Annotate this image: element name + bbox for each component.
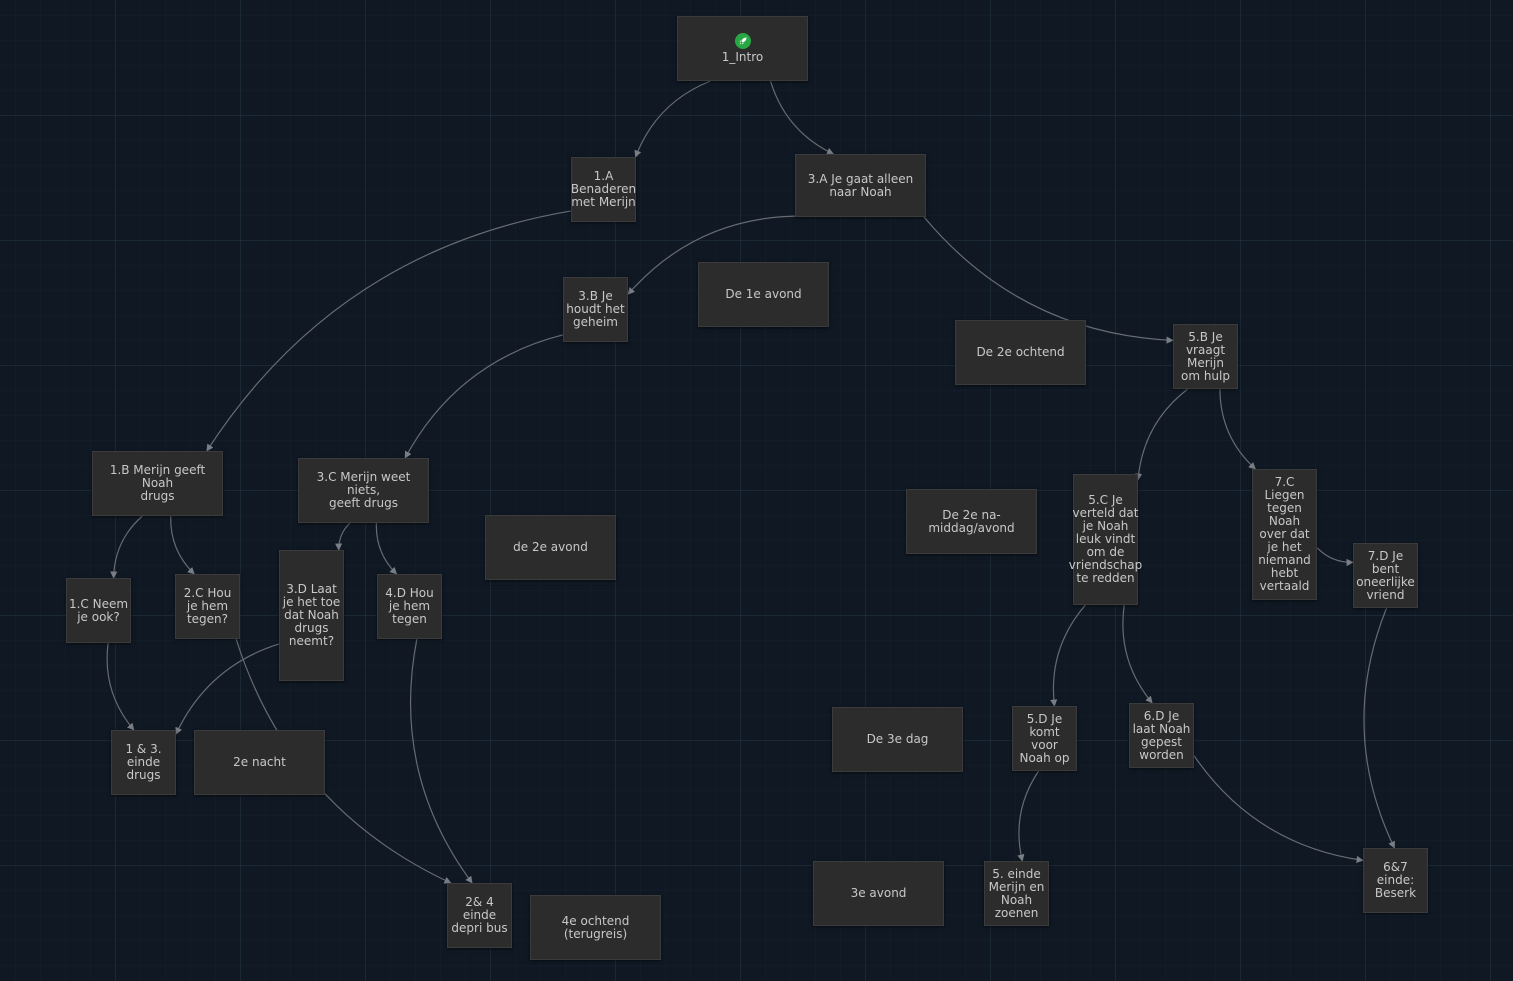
- link-p3c-to-p3d: [335, 522, 351, 551]
- passage-name: 3.B Je houdt het geheim: [566, 290, 625, 329]
- passage-name: 1.A Benaderen met Merijn: [570, 170, 637, 209]
- passage-name: 3e avond: [850, 887, 907, 900]
- passage-p1c[interactable]: 1.C Neem je ook?: [66, 578, 131, 643]
- link-p3a-to-p5b: [923, 216, 1174, 344]
- passage-name: 5. einde Merijn en Noah zoenen: [988, 867, 1045, 920]
- passage-name: 5.D Je komt voor Noah op: [1019, 712, 1070, 765]
- link-p1a-to-p1b: [206, 210, 572, 452]
- passage-p3d[interactable]: 3.D Laat je het toe dat Noah drugs neemt…: [279, 550, 344, 681]
- link-p5b-to-p7c: [1219, 388, 1256, 470]
- passage-name: De 2e ochtend: [976, 346, 1065, 359]
- passage-name: 1_Intro: [721, 51, 764, 64]
- passage-p4d[interactable]: 4.D Hou je hem tegen: [377, 574, 442, 639]
- passage-name: 3.C Merijn weet niets, geeft drugs: [316, 471, 411, 510]
- passage-name: 7.D Je bent oneerlijke vriend: [1356, 549, 1415, 602]
- passage-name: de 2e avond: [513, 541, 588, 554]
- passage-p3b[interactable]: 3.B Je houdt het geheim: [563, 277, 628, 342]
- passage-namiddag2[interactable]: De 2e na- middag/avond: [906, 489, 1037, 554]
- passage-name: 1 & 3. einde drugs: [125, 743, 162, 782]
- link-p7d-to-e67: [1363, 607, 1395, 849]
- passage-name: 1.B Merijn geeft Noah drugs: [109, 464, 206, 503]
- passage-name: De 2e na- middag/avond: [928, 508, 1015, 535]
- link-p1c-to-e13: [106, 642, 135, 731]
- passage-p3a[interactable]: 3.A Je gaat alleen naar Noah: [795, 154, 926, 217]
- passage-name: De 1e avond: [725, 288, 802, 301]
- passage-name: 4e ochtend (terugreis): [561, 914, 630, 941]
- rocket-icon: [734, 33, 751, 49]
- passage-p7d[interactable]: 7.D Je bent oneerlijke vriend: [1353, 543, 1418, 608]
- passage-ochtend2[interactable]: De 2e ochtend: [955, 320, 1086, 385]
- passage-p5b[interactable]: 5.B Je vraagt Merijn om hulp: [1173, 324, 1238, 389]
- passage-name: 1.C Neem je ook?: [68, 597, 129, 624]
- passage-intro[interactable]: 1_Intro: [677, 16, 808, 81]
- passage-name: 2.C Hou je hem tegen?: [183, 587, 232, 626]
- passage-avond2[interactable]: de 2e avond: [485, 515, 616, 580]
- passage-p2c[interactable]: 2.C Hou je hem tegen?: [175, 574, 240, 639]
- passage-e5[interactable]: 5. einde Merijn en Noah zoenen: [984, 861, 1049, 926]
- link-p3c-to-p4d: [375, 522, 398, 575]
- passage-name: 7.C Liegen tegen Noah over dat je het ni…: [1258, 476, 1311, 593]
- passage-name: De 3e dag: [866, 733, 929, 746]
- passage-dag3[interactable]: De 3e dag: [832, 707, 963, 772]
- passage-p3c[interactable]: 3.C Merijn weet niets, geeft drugs: [298, 458, 429, 523]
- passage-name: 3.D Laat je het toe dat Noah drugs neemt…: [282, 583, 341, 648]
- link-p1b-to-p2c: [170, 515, 195, 575]
- passage-name: 2e nacht: [233, 756, 286, 769]
- link-p5c-to-p6d: [1122, 604, 1153, 704]
- passage-ochtend4[interactable]: 4e ochtend (terugreis): [530, 895, 661, 960]
- passage-p5d[interactable]: 5.D Je komt voor Noah op: [1012, 706, 1077, 771]
- passage-name: 4.D Hou je hem tegen: [385, 587, 434, 626]
- passage-e67[interactable]: 6&7 einde: Beserk: [1363, 848, 1428, 913]
- link-p3b-to-p3c: [404, 334, 564, 459]
- link-intro-to-p3a: [769, 80, 835, 155]
- passage-name: 6.D Je laat Noah gepest worden: [1132, 709, 1191, 762]
- passage-p5c[interactable]: 5.C Je verteld dat je Noah leuk vindt om…: [1069, 474, 1142, 605]
- passage-p6d[interactable]: 6.D Je laat Noah gepest worden: [1129, 703, 1194, 768]
- passage-nacht2[interactable]: 2e nacht: [194, 730, 325, 795]
- link-p5d-to-e5: [1017, 770, 1040, 862]
- passage-p1b[interactable]: 1.B Merijn geeft Noah drugs: [92, 451, 223, 516]
- passage-e24[interactable]: 2& 4 einde depri bus: [447, 883, 512, 948]
- link-p4d-to-e24: [409, 638, 473, 884]
- link-p1b-to-p1c: [110, 515, 143, 579]
- passage-avond3[interactable]: 3e avond: [813, 861, 944, 926]
- passage-p1a[interactable]: 1.A Benaderen met Merijn: [571, 157, 636, 222]
- passage-name: 2& 4 einde depri bus: [451, 896, 508, 935]
- link-p6d-to-e67: [1193, 755, 1364, 864]
- passage-name: 5.B Je vraagt Merijn om hulp: [1180, 330, 1230, 383]
- link-p7c-to-p7d: [1316, 547, 1354, 567]
- link-p3a-to-p3b: [627, 215, 796, 295]
- link-p5c-to-p5d: [1050, 604, 1086, 707]
- link-p5b-to-p5c: [1134, 388, 1189, 481]
- passage-name: 5.C Je verteld dat je Noah leuk vindt om…: [1068, 494, 1143, 585]
- passage-name: 3.A Je gaat alleen naar Noah: [807, 172, 914, 199]
- passage-p7c[interactable]: 7.C Liegen tegen Noah over dat je het ni…: [1252, 469, 1317, 600]
- passage-name: 6&7 einde: Beserk: [1374, 861, 1417, 900]
- passage-e13[interactable]: 1 & 3. einde drugs: [111, 730, 176, 795]
- link-p3d-to-e13: [175, 643, 280, 735]
- link-intro-to-p1a: [634, 80, 711, 158]
- passage-avond1[interactable]: De 1e avond: [698, 262, 829, 327]
